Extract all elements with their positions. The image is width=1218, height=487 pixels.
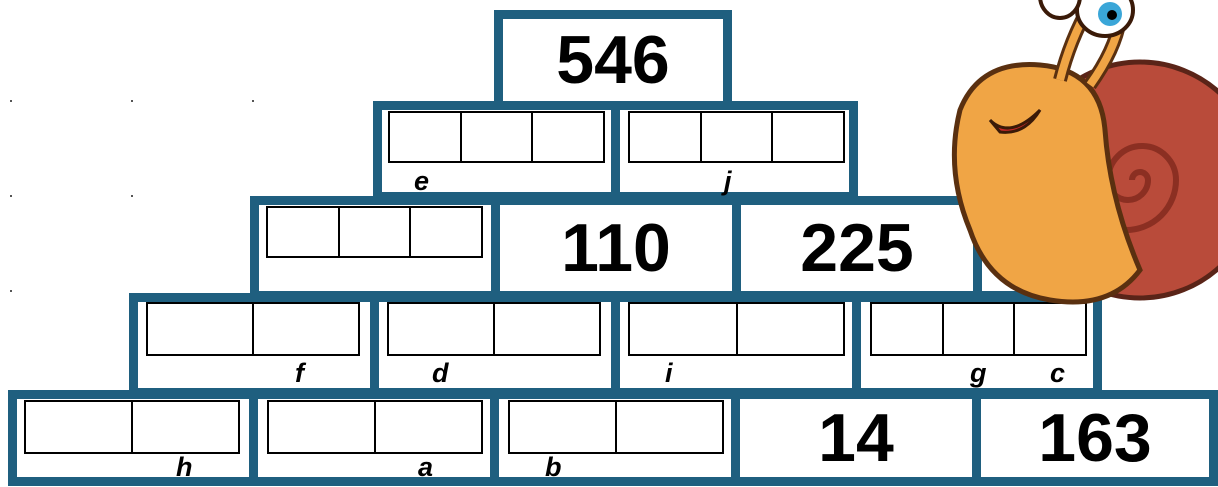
top-value: 546 bbox=[503, 26, 723, 94]
label-i: i bbox=[665, 358, 673, 389]
label-b: b bbox=[545, 452, 562, 483]
value-14: 14 bbox=[740, 404, 972, 472]
digit-boxes-f[interactable] bbox=[146, 302, 360, 356]
digit-box[interactable] bbox=[700, 113, 772, 161]
digit-boxes-j[interactable] bbox=[628, 111, 845, 163]
digit-box[interactable] bbox=[630, 113, 700, 161]
digit-box[interactable] bbox=[252, 304, 358, 354]
digit-box[interactable] bbox=[460, 113, 532, 161]
digit-box[interactable] bbox=[531, 113, 603, 161]
digit-box[interactable] bbox=[736, 304, 844, 354]
digit-boxes-i[interactable] bbox=[628, 302, 845, 356]
digit-box[interactable] bbox=[338, 208, 410, 256]
digit-box[interactable] bbox=[390, 113, 460, 161]
label-e: e bbox=[414, 166, 429, 197]
digit-box[interactable] bbox=[269, 402, 374, 452]
digit-box[interactable] bbox=[374, 402, 481, 452]
digit-boxes-b[interactable] bbox=[508, 400, 724, 454]
pyramid-cell-top: 546 bbox=[494, 10, 732, 110]
digit-boxes-h[interactable] bbox=[24, 400, 240, 454]
stray-dot bbox=[252, 100, 254, 102]
digit-boxes-e[interactable] bbox=[388, 111, 605, 163]
pyramid-cell-r3-2: 110 bbox=[491, 196, 741, 300]
digit-box[interactable] bbox=[630, 304, 736, 354]
label-a: a bbox=[418, 452, 433, 483]
label-f: f bbox=[295, 358, 304, 389]
digit-box[interactable] bbox=[409, 208, 481, 256]
digit-box[interactable] bbox=[771, 113, 843, 161]
digit-boxes-d[interactable] bbox=[387, 302, 601, 356]
digit-box[interactable] bbox=[615, 402, 722, 452]
digit-boxes-r3-1[interactable] bbox=[266, 206, 483, 258]
pyramid-cell-r5-5: 163 bbox=[972, 390, 1218, 486]
pyramid-cell-r5-4: 14 bbox=[731, 390, 981, 486]
stray-dot bbox=[10, 290, 12, 292]
digit-box[interactable] bbox=[389, 304, 493, 354]
stray-dot bbox=[10, 195, 12, 197]
digit-box[interactable] bbox=[26, 402, 131, 452]
label-c: c bbox=[1050, 358, 1065, 389]
digit-boxes-a[interactable] bbox=[267, 400, 483, 454]
digit-box[interactable] bbox=[493, 304, 599, 354]
value-163: 163 bbox=[981, 404, 1209, 472]
digit-box[interactable] bbox=[268, 208, 338, 256]
digit-box[interactable] bbox=[148, 304, 252, 354]
label-h: h bbox=[176, 452, 193, 483]
stray-dot bbox=[10, 100, 12, 102]
label-g: g bbox=[970, 358, 987, 389]
digit-box[interactable] bbox=[131, 402, 238, 452]
digit-box[interactable] bbox=[510, 402, 615, 452]
label-j: j bbox=[724, 166, 732, 197]
stray-dot bbox=[131, 195, 133, 197]
value-110: 110 bbox=[500, 214, 732, 282]
snail-mascot-icon bbox=[930, 0, 1218, 320]
label-d: d bbox=[432, 358, 449, 389]
stray-dot bbox=[131, 100, 133, 102]
